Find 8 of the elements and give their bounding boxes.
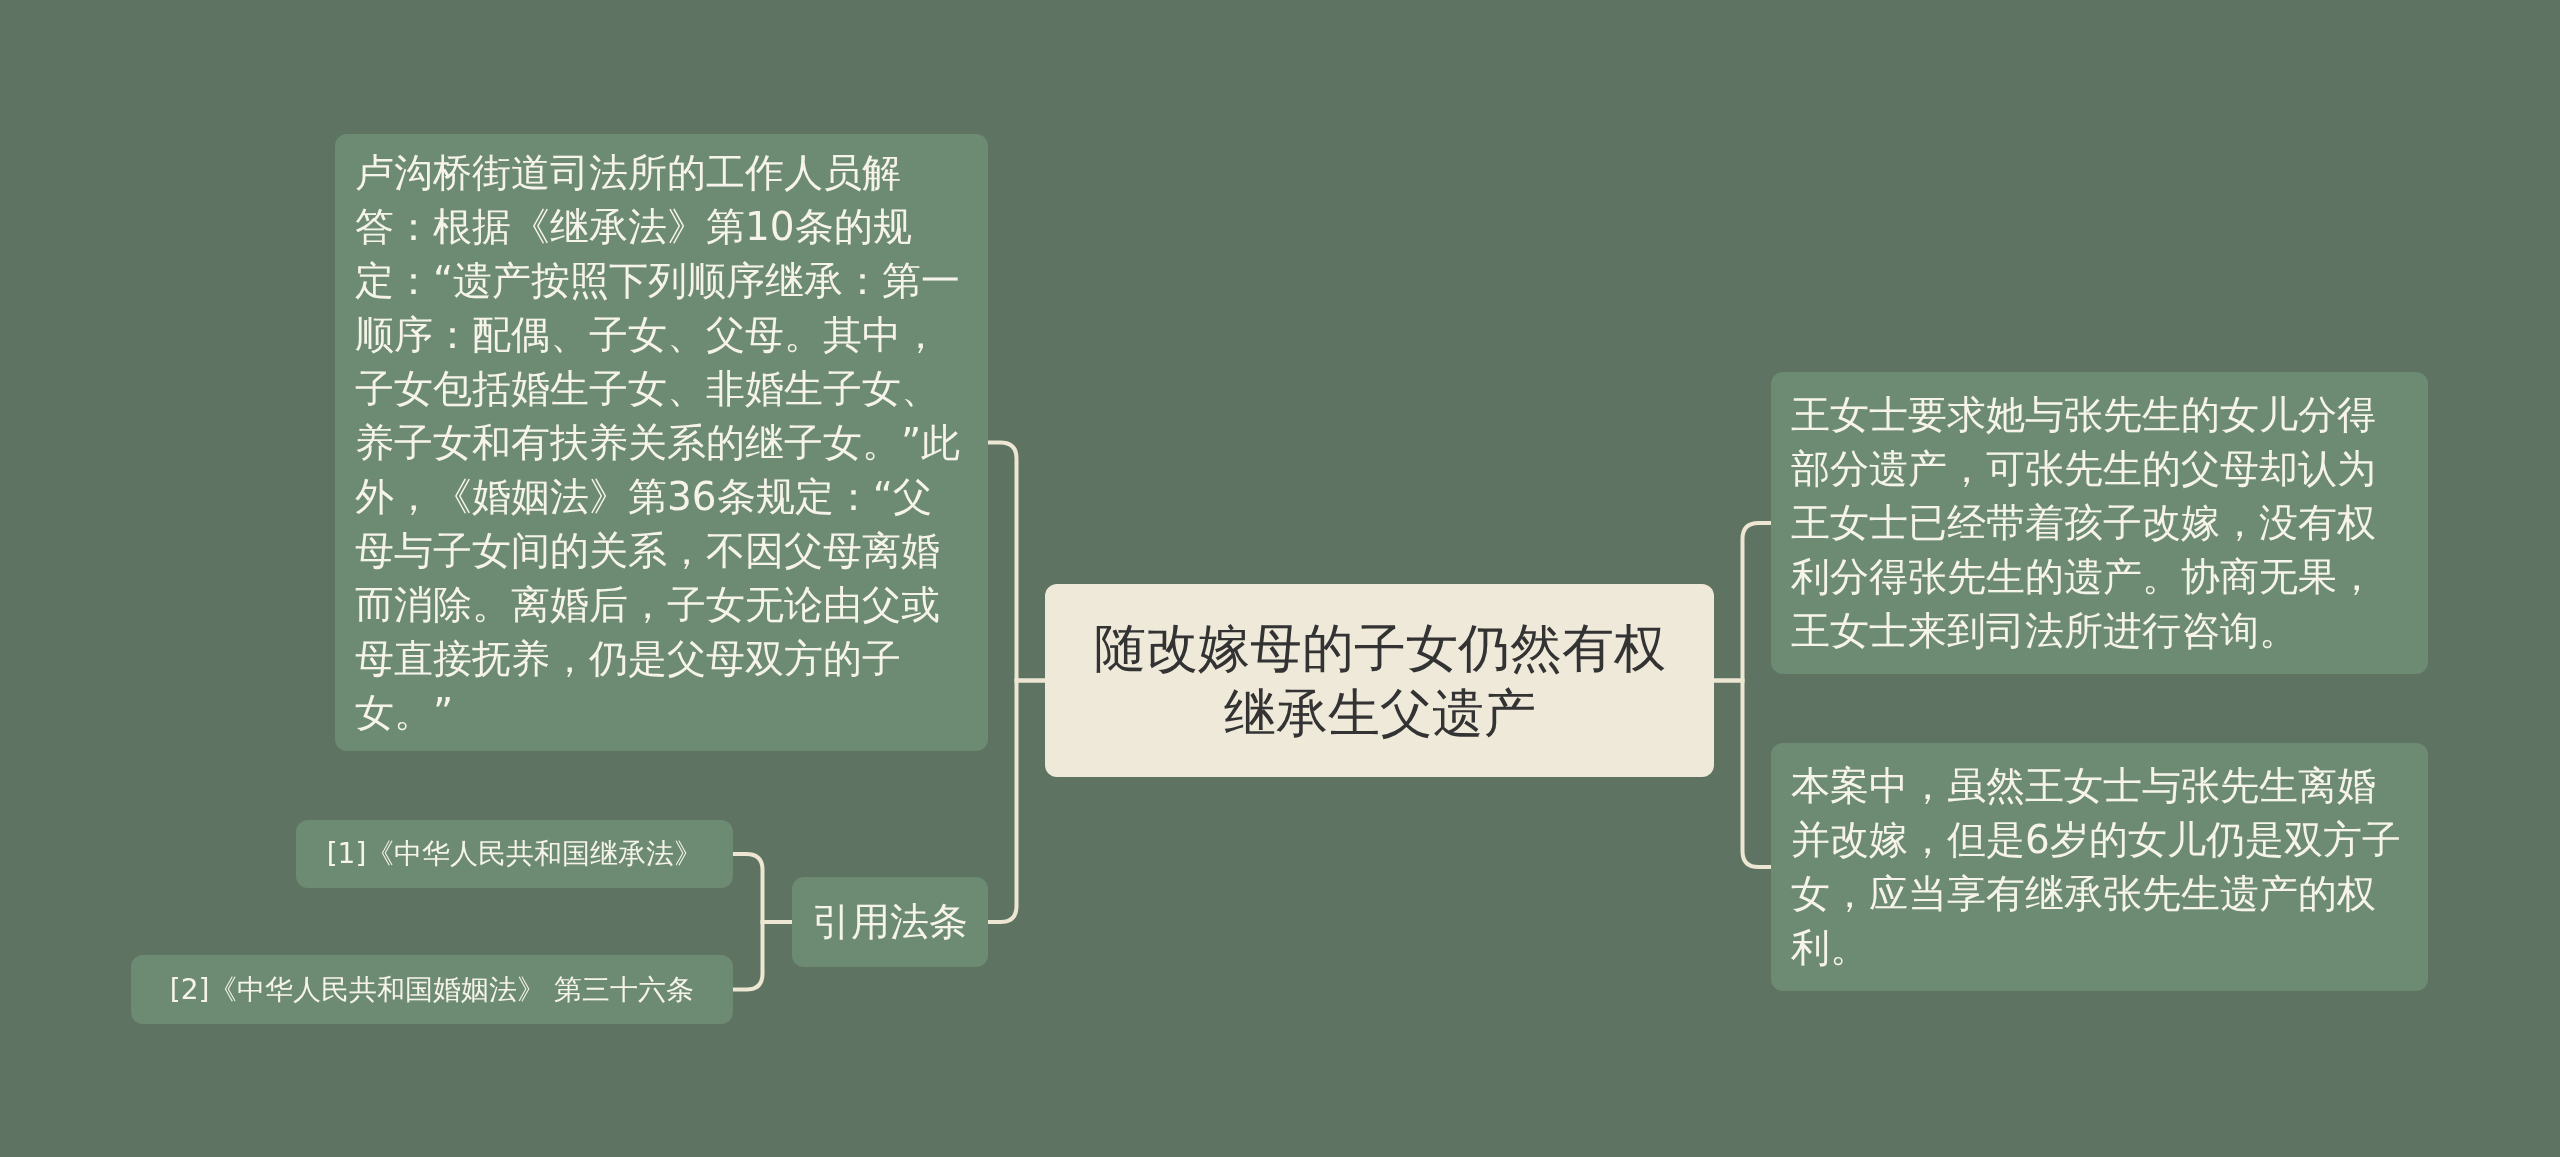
topic-box: 本案中，虽然王女士与张先生离婚并改嫁，但是6岁的女儿仍是双方子女，应当享有继承张先生遗产的权利。	[1771, 743, 2428, 991]
reference-box: [2]《中华人民共和国婚姻法》 第三十六条	[131, 955, 733, 1024]
topic-box: 王女士要求她与张先生的女儿分得部分遗产，可张先生的父母却认为王女士已经带着孩子改嫁，没有权利分得张先生的遗产。协商无果，王女士来到司法所进行咨询。	[1771, 372, 2428, 674]
topic-box: 引用法条	[792, 877, 988, 967]
connector-line	[988, 678, 1045, 924]
reference-box: [1]《中华人民共和国继承法》	[296, 820, 733, 888]
central-topic-box: 随改嫁母的子女仍然有权继承生父遗产	[1045, 584, 1714, 777]
topic-box: 卢沟桥街道司法所的工作人员解答：根据《继承法》第10条的规定：“遗产按照下列顺序继承：第一顺序：配偶、子女、父母。其中，子女包括婚生子女、非婚生子女、养子女和有扶养关系的继子女。”此外，《婚姻法》第36条规定：“父母与子女间的关系，不因父母离婚而消除。离婚后，子女无论由父或母直接抚养，仍是父母双方的子女。”	[335, 134, 988, 751]
